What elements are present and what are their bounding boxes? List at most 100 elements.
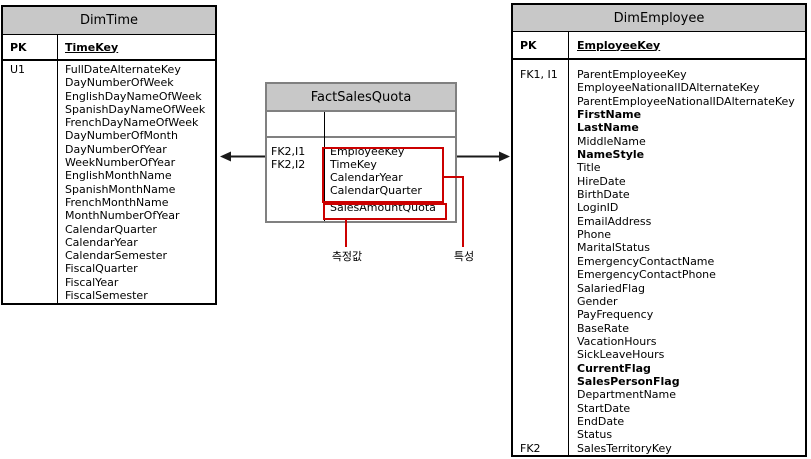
table-title-factsalesquota: FactSalesQuota <box>267 84 455 112</box>
table-row: DepartmentName <box>513 388 805 401</box>
key-tag <box>513 81 568 94</box>
column-name: SalesTerritoryKey <box>577 441 672 455</box>
table-row: VacationHours <box>513 335 805 348</box>
column-name: EndDate <box>577 414 625 428</box>
table-row: SickLeaveHours <box>513 348 805 361</box>
table-row: EmergencyContactPhone <box>513 268 805 281</box>
column-name: EmployeeNationalIDAlternateKey <box>577 81 760 95</box>
dimemployee-arrowhead-icon <box>499 151 510 162</box>
table-row: FiscalQuarter <box>3 262 215 275</box>
column-name: TimeKey <box>330 158 377 171</box>
column-name: LastName <box>577 121 639 135</box>
table-row: DayNumberOfWeek <box>3 76 215 89</box>
table-row: PayFrequency <box>513 308 805 321</box>
column-name: Status <box>577 428 613 442</box>
column-name: HireDate <box>577 174 626 188</box>
table-title-dimtime: DimTime <box>3 7 215 35</box>
table-row: FirstName <box>513 108 805 121</box>
column-name: EmailAddress <box>577 214 652 228</box>
table-title-dimemployee: DimEmployee <box>513 5 805 32</box>
column-name: Phone <box>577 228 612 242</box>
table-row: SalariedFlag <box>513 282 805 295</box>
column-name: BaseRate <box>577 321 630 335</box>
key-tag <box>513 282 568 295</box>
column-name: SpanishMonthName <box>65 182 176 196</box>
key-tag: FK1, I1 <box>520 68 558 81</box>
table-row: CalendarQuarter <box>3 223 215 236</box>
column-name: DayNumberOfWeek <box>65 76 174 90</box>
table-row: EmergencyContactName <box>513 255 805 268</box>
column-name: PayFrequency <box>577 308 654 322</box>
column-name: EmergencyContactPhone <box>577 268 716 282</box>
table-row: SalesAmountQuota <box>267 201 455 214</box>
key-tag <box>513 201 568 214</box>
key-tag <box>513 388 568 401</box>
key-tag <box>513 415 568 428</box>
column-name: FiscalSemester <box>65 289 148 303</box>
key-tag <box>513 148 568 161</box>
key-tag <box>513 175 568 188</box>
column-name: SickLeaveHours <box>577 348 665 362</box>
pk-row-empty <box>267 112 455 138</box>
column-name: EmergencyContactName <box>577 254 715 268</box>
key-tag <box>267 184 324 197</box>
column-name: LoginID <box>577 201 619 215</box>
table-row: WeekNumberOfYear <box>3 156 215 169</box>
column-name: StartDate <box>577 401 631 415</box>
key-tag <box>513 375 568 388</box>
key-tag <box>3 209 57 222</box>
table-row: EmailAddress <box>513 215 805 228</box>
column-name: DayNumberOfMonth <box>65 129 178 143</box>
column-name: CalendarYear <box>330 171 403 184</box>
table-row: SalesPersonFlag <box>513 375 805 388</box>
table-row: StartDate <box>513 402 805 415</box>
table-row: NameStyle <box>513 148 805 161</box>
column-name: CalendarQuarter <box>330 184 422 197</box>
key-tag <box>3 76 57 89</box>
table-row: BaseRate <box>513 322 805 335</box>
table-row: EnglishMonthName <box>3 169 215 182</box>
key-tag <box>513 228 568 241</box>
key-tag <box>513 428 568 441</box>
table-row: Status <box>513 428 805 441</box>
column-name: SalariedFlag <box>577 281 645 295</box>
key-tag <box>3 156 57 169</box>
pk-row: PK TimeKey <box>3 35 215 61</box>
key-tag <box>513 241 568 254</box>
table-row: CalendarYear <box>3 236 215 249</box>
key-tag <box>3 276 57 289</box>
table-row: Phone <box>513 228 805 241</box>
table-row: EndDate <box>513 415 805 428</box>
key-tag <box>513 161 568 174</box>
key-tag <box>3 249 57 262</box>
key-tag: U1 <box>10 63 26 76</box>
table-row: CurrentFlag <box>513 362 805 375</box>
key-tag <box>3 169 57 182</box>
column-name: SalesAmountQuota <box>330 201 436 214</box>
column-name: NameStyle <box>577 148 645 162</box>
table-row: FrenchMonthName <box>3 196 215 209</box>
key-column-divider <box>324 112 325 221</box>
key-tag <box>513 322 568 335</box>
column-name: CalendarSemester <box>65 249 168 263</box>
column-name: Title <box>577 161 601 175</box>
key-tag <box>3 196 57 209</box>
key-tag <box>513 255 568 268</box>
table-row: HireDate <box>513 175 805 188</box>
pk-row: PK EmployeeKey <box>513 32 805 60</box>
table-row: MaritalStatus <box>513 241 805 254</box>
column-name: FiscalQuarter <box>65 262 138 276</box>
pk-tag: PK <box>520 38 537 52</box>
table-row: CalendarQuarter <box>267 184 455 197</box>
key-tag <box>513 362 568 375</box>
column-name: BirthDate <box>577 188 630 202</box>
column-name: EnglishDayNameOfWeek <box>65 89 202 103</box>
table-row: FiscalSemester <box>3 289 215 302</box>
key-tag <box>3 143 57 156</box>
key-column-divider <box>568 32 569 455</box>
table-row: FrenchDayNameOfWeek <box>3 116 215 129</box>
column-name: DayNumberOfYear <box>65 142 167 156</box>
